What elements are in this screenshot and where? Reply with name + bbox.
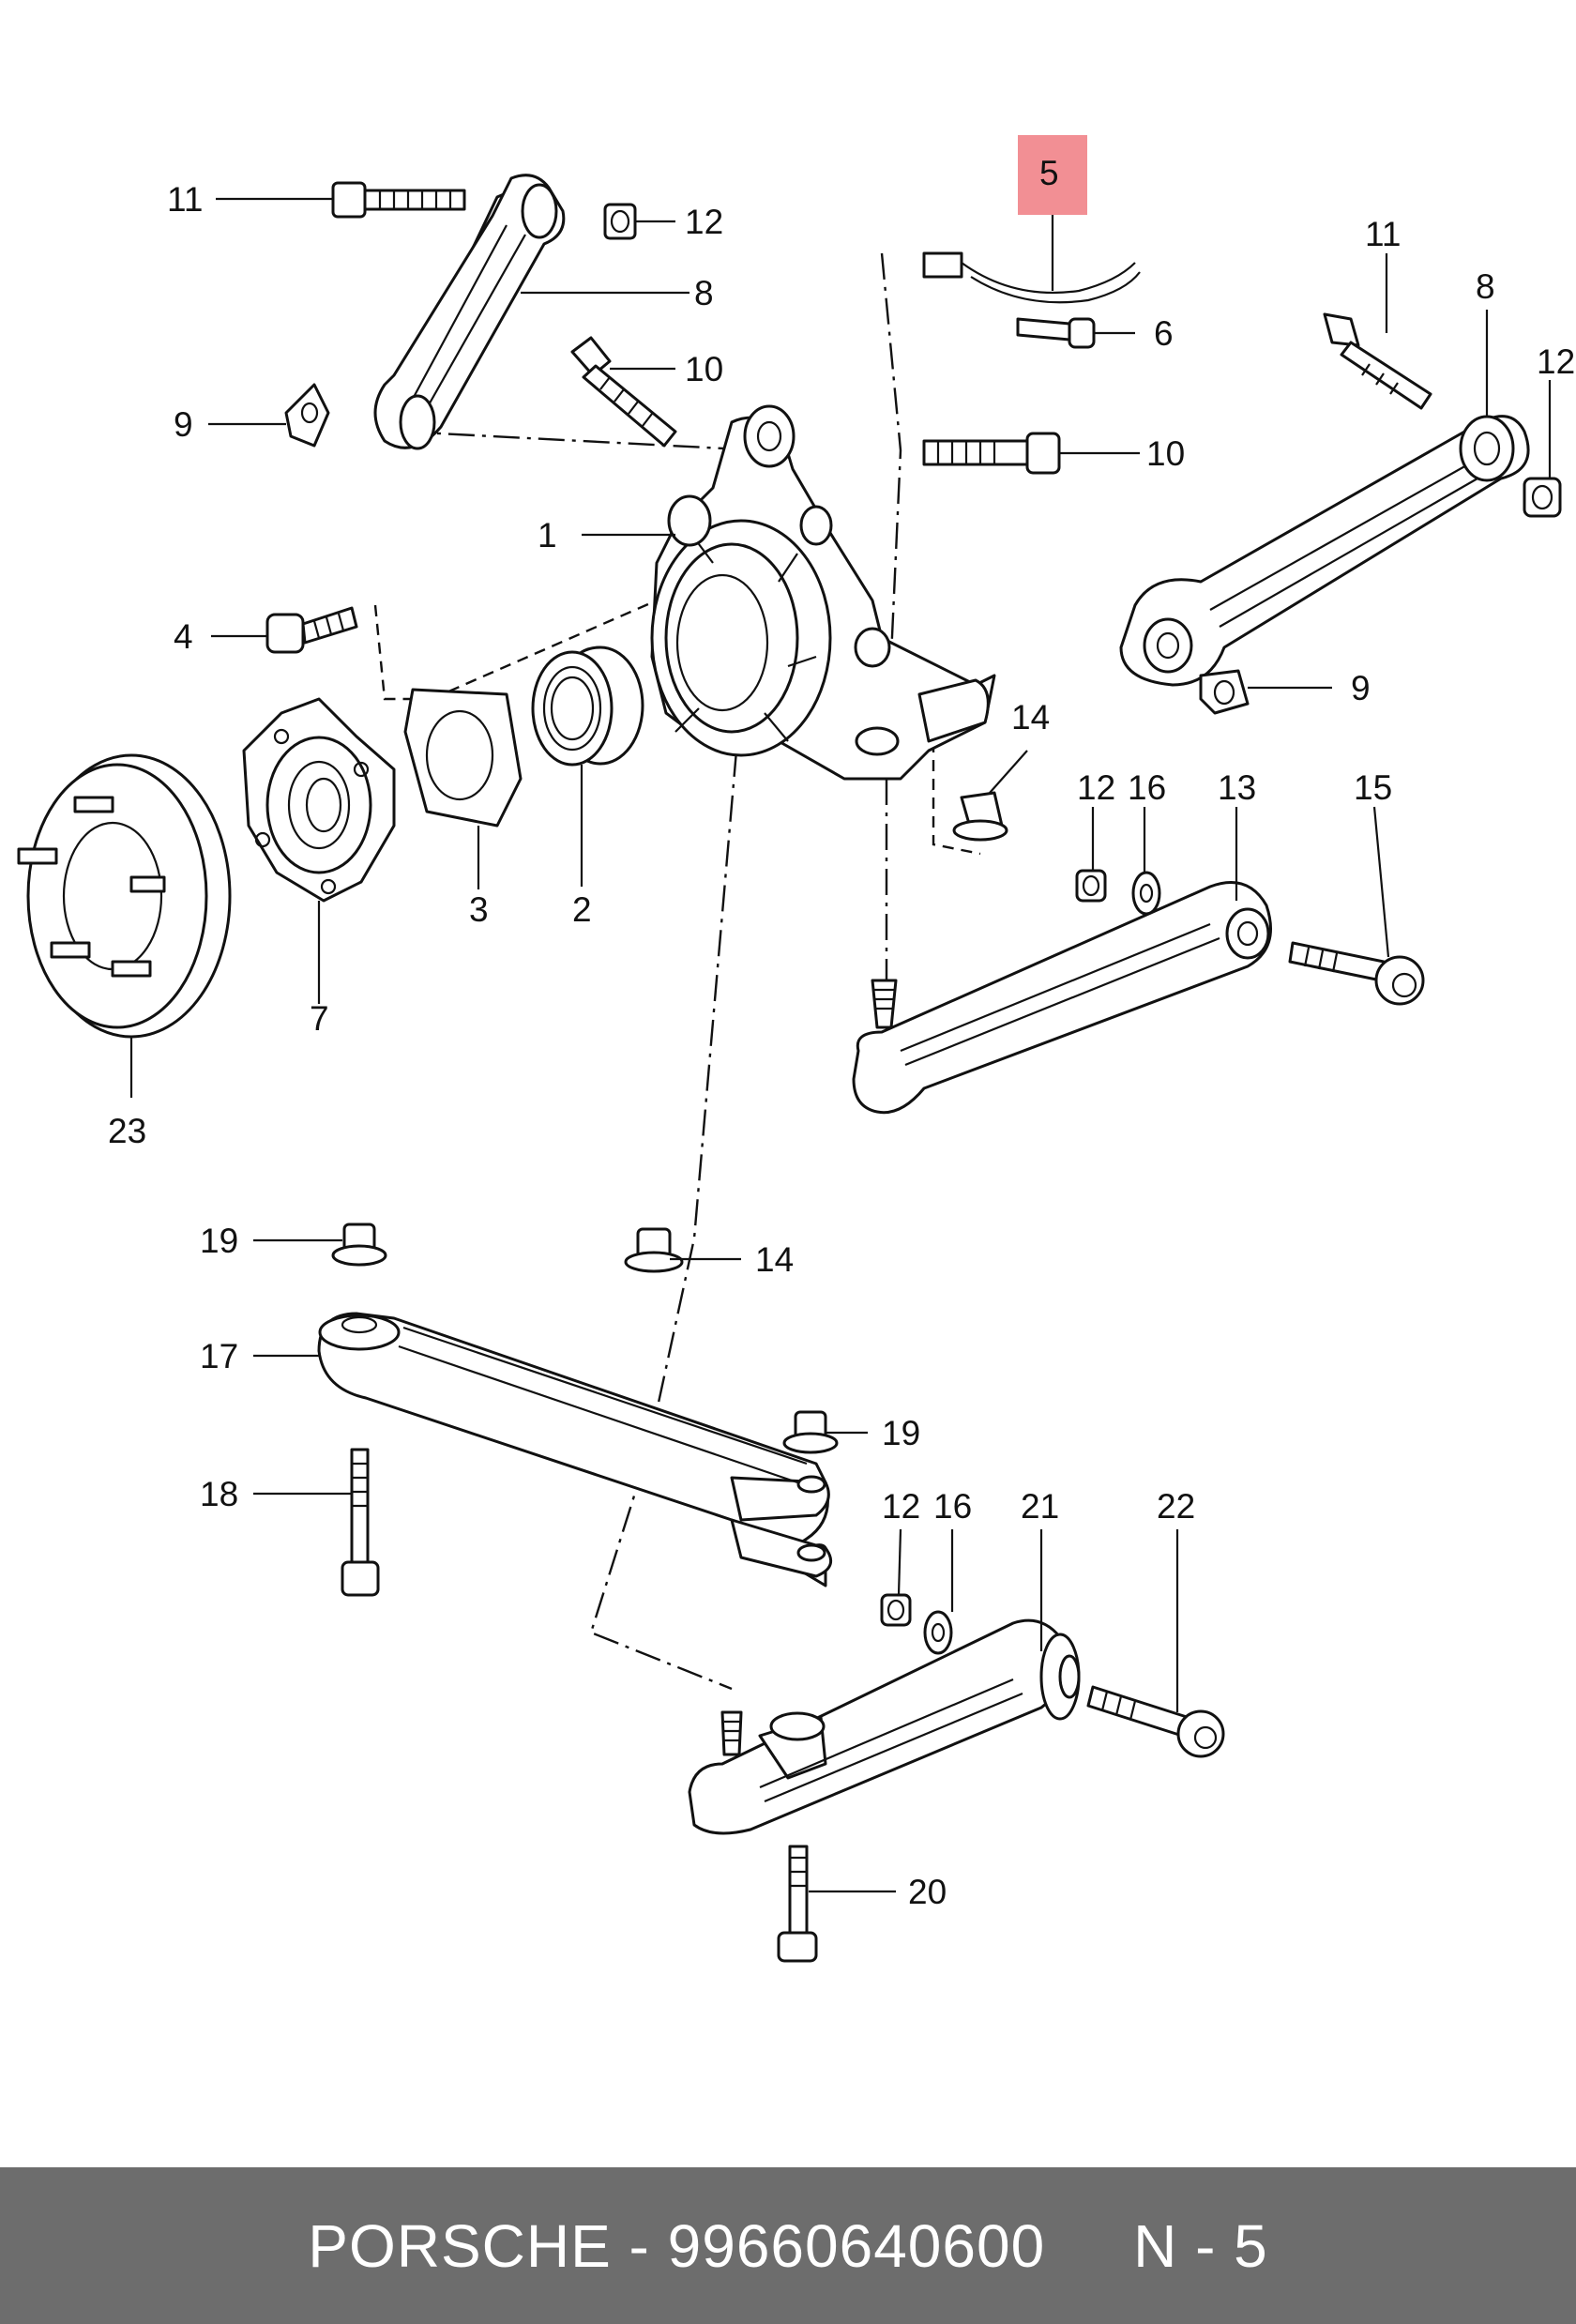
bolt-6 (1016, 317, 1096, 349)
callout-9: 9 (1351, 669, 1371, 707)
callout-15: 15 (1354, 768, 1392, 807)
callout-23: 23 (108, 1112, 146, 1150)
brake-disc-23 (17, 753, 232, 1039)
wheel-carrier-1 (650, 404, 996, 781)
part-number: 99660640600 (667, 2211, 1046, 2280)
callout-2: 2 (572, 890, 592, 929)
callout-labels: 11 12 8 10 9 10 1 4 3 2 7 23 5 6 11 8 12… (108, 154, 1575, 1911)
nut-12-left (603, 203, 637, 240)
separator: - (611, 2211, 668, 2280)
upper-link-right (1119, 415, 1530, 687)
washer-16-middle (1131, 871, 1161, 916)
gap (1045, 2211, 1133, 2281)
toe-link-13 (852, 881, 1272, 1115)
callout-4: 4 (174, 617, 193, 656)
bolt-10-right (922, 432, 1061, 475)
bolt-15 (1288, 941, 1425, 1006)
upper-link-left (373, 174, 566, 450)
callout-10: 10 (685, 350, 723, 388)
callout-13: 13 (1218, 768, 1256, 807)
bushing-9-left (284, 383, 330, 448)
callout-12: 12 (1077, 768, 1115, 807)
callout-12: 12 (1537, 342, 1575, 381)
callout-11: 11 (167, 180, 203, 219)
callout-12: 12 (882, 1487, 920, 1526)
lower-arm-21 (688, 1618, 1081, 1835)
footer-bar: PORSCHE - 99660640600 N - 5 (0, 2167, 1576, 2324)
nut-12-lower (880, 1593, 912, 1627)
cover-plate-3 (403, 688, 523, 828)
callout-8: 8 (1476, 267, 1495, 306)
nut-19-left (331, 1223, 387, 1267)
bolt-10-upper (570, 336, 677, 448)
callout-1: 1 (538, 516, 557, 554)
lower-arm-17 (317, 1312, 833, 1587)
wheel-bearing-2 (531, 646, 644, 767)
callout-17: 17 (200, 1337, 238, 1375)
callout-14: 14 (755, 1240, 794, 1279)
callout-9: 9 (174, 405, 193, 444)
callout-10: 10 (1146, 434, 1185, 473)
bolt-11-right (1323, 312, 1432, 410)
page-reference: N - 5 (1133, 2211, 1268, 2280)
bolt-20 (777, 1845, 818, 1963)
callout-14: 14 (1011, 698, 1050, 737)
callout-5: 5 (1039, 154, 1059, 192)
callout-3: 3 (469, 890, 489, 929)
callout-7: 7 (310, 999, 329, 1038)
callout-12: 12 (685, 203, 723, 241)
nut-12-right (1523, 477, 1562, 518)
nut-9-right (1199, 669, 1250, 715)
callout-8: 8 (694, 274, 714, 312)
callout-22: 22 (1157, 1487, 1195, 1526)
callout-6: 6 (1154, 314, 1174, 353)
sensor-5 (922, 251, 1141, 304)
bolt-18 (341, 1448, 380, 1597)
leader-lines (129, 135, 1552, 1893)
callout-19: 19 (882, 1414, 920, 1452)
nut-14-lower (624, 1227, 684, 1273)
callout-20: 20 (908, 1873, 947, 1911)
callout-21: 21 (1021, 1487, 1059, 1526)
nut-14-upper (952, 791, 1008, 842)
nut-19-right (782, 1410, 839, 1454)
bolt-11-left (331, 181, 466, 219)
bolt-4 (265, 606, 358, 654)
callout-11: 11 (1365, 215, 1401, 253)
wheel-hub-7 (242, 697, 396, 903)
washer-16-lower (923, 1610, 953, 1655)
parts-diagram: 11 12 8 10 9 10 1 4 3 2 7 23 5 6 11 8 12… (17, 135, 1575, 1963)
callout-18: 18 (200, 1475, 238, 1513)
callout-19: 19 (200, 1222, 238, 1260)
callout-16: 16 (933, 1487, 972, 1526)
nut-12-middle (1075, 869, 1107, 903)
brand-label: PORSCHE (308, 2211, 612, 2280)
bolt-22 (1086, 1685, 1225, 1758)
callout-16: 16 (1128, 768, 1166, 807)
